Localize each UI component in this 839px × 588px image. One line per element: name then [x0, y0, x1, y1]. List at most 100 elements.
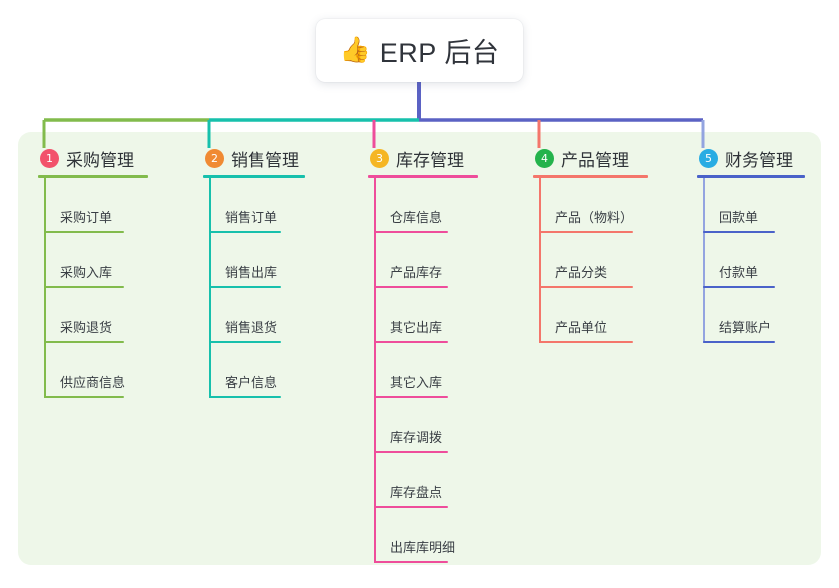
list-item[interactable]: 销售订单: [203, 178, 305, 233]
column-items-1: 采购订单采购入库采购退货供应商信息: [38, 178, 148, 398]
list-item[interactable]: 采购退货: [38, 288, 148, 343]
list-item-underline: [374, 286, 448, 288]
list-item-underline: [374, 341, 448, 343]
list-item[interactable]: 供应商信息: [38, 343, 148, 398]
column-items-3: 仓库信息产品库存其它出库其它入库库存调拨库存盘点出库库明细: [368, 178, 478, 563]
list-item-label: 回款单: [719, 210, 759, 225]
list-item-underline: [539, 286, 633, 288]
list-item[interactable]: 仓库信息: [368, 178, 478, 233]
list-item-underline: [703, 231, 775, 233]
list-item-label: 采购退货: [60, 320, 113, 335]
list-item-underline: [374, 396, 448, 398]
list-item-underline: [374, 561, 448, 563]
list-item-label: 采购入库: [60, 265, 113, 280]
list-item-underline: [209, 341, 281, 343]
column-items-4: 产品（物料） 产品分类产品单位: [533, 178, 648, 343]
root-node-title: ERP 后台: [379, 38, 500, 68]
list-item-label: 产品单位: [555, 320, 608, 335]
list-item-label: 产品库存: [390, 265, 443, 280]
column-underline-4: [533, 175, 648, 178]
list-item[interactable]: 出库库明细: [368, 508, 478, 563]
list-item[interactable]: 产品分类: [533, 233, 648, 288]
column-title-4: 产品管理: [561, 150, 629, 170]
list-item-underline: [374, 506, 448, 508]
list-item[interactable]: 结算账户: [697, 288, 805, 343]
list-item[interactable]: 产品（物料）: [533, 178, 648, 233]
list-item-label: 销售出库: [225, 265, 278, 280]
list-item[interactable]: 采购订单: [38, 178, 148, 233]
column-badge-2: 2: [205, 148, 224, 168]
column-5: 5 财务管理回款单付款单结算账户: [697, 146, 805, 343]
thumbs-up-icon: 👍: [339, 36, 371, 64]
list-item[interactable]: 回款单: [697, 178, 805, 233]
column-header-4[interactable]: 4 产品管理: [533, 146, 648, 170]
column-underline-3: [368, 175, 478, 178]
list-item-underline: [44, 231, 124, 233]
column-stem-3: [374, 178, 376, 563]
list-item[interactable]: 产品单位: [533, 288, 648, 343]
column-header-5[interactable]: 5 财务管理: [697, 146, 805, 170]
list-item-label: 采购订单: [60, 210, 113, 225]
list-item[interactable]: 客户信息: [203, 343, 305, 398]
column-header-2[interactable]: 2 销售管理: [203, 146, 305, 170]
list-item-label: 仓库信息: [390, 210, 443, 225]
list-item-label: 产品（物料）: [555, 210, 634, 225]
list-item-underline: [44, 286, 124, 288]
column-title-2: 销售管理: [231, 150, 299, 170]
column-underline-1: [38, 175, 148, 178]
column-stem-2: [209, 178, 211, 398]
list-item-underline: [703, 341, 775, 343]
list-item-underline: [209, 286, 281, 288]
column-underline-5: [697, 175, 805, 178]
list-item-label: 其它入库: [390, 375, 443, 390]
list-item-label: 结算账户: [719, 320, 772, 335]
list-item-underline: [374, 231, 448, 233]
column-stem-5: [703, 178, 705, 343]
list-item[interactable]: 其它出库: [368, 288, 478, 343]
list-item-underline: [374, 451, 448, 453]
list-item-label: 产品分类: [555, 265, 608, 280]
column-items-5: 回款单付款单结算账户: [697, 178, 805, 343]
list-item[interactable]: 产品库存: [368, 233, 478, 288]
list-item-underline: [209, 396, 281, 398]
list-item[interactable]: 销售退货: [203, 288, 305, 343]
list-item-label: 销售退货: [225, 320, 278, 335]
column-4: 4 产品管理产品（物料） 产品分类产品单位: [533, 146, 648, 343]
list-item-label: 库存调拨: [390, 430, 443, 445]
column-underline-2: [203, 175, 305, 178]
list-item[interactable]: 库存调拨: [368, 398, 478, 453]
list-item[interactable]: 库存盘点: [368, 453, 478, 508]
list-item[interactable]: 销售出库: [203, 233, 305, 288]
column-stem-1: [44, 178, 46, 398]
list-item-underline: [209, 231, 281, 233]
column-badge-1: 1: [40, 148, 59, 168]
root-node-card[interactable]: 👍 ERP 后台: [316, 19, 523, 82]
column-badge-4: 4: [535, 148, 554, 168]
list-item-label: 付款单: [719, 265, 759, 280]
list-item[interactable]: 付款单: [697, 233, 805, 288]
column-stem-4: [539, 178, 541, 343]
diagram-panel: [18, 132, 821, 565]
list-item-label: 库存盘点: [390, 485, 443, 500]
column-badge-3: 3: [370, 148, 389, 168]
list-item[interactable]: 其它入库: [368, 343, 478, 398]
list-item-underline: [539, 341, 633, 343]
list-item-label: 其它出库: [390, 320, 443, 335]
list-item-label: 供应商信息: [60, 375, 126, 390]
list-item-label: 出库库明细: [390, 540, 456, 555]
column-title-5: 财务管理: [725, 150, 793, 170]
list-item[interactable]: 采购入库: [38, 233, 148, 288]
column-items-2: 销售订单销售出库销售退货客户信息: [203, 178, 305, 398]
list-item-underline: [44, 341, 124, 343]
list-item-underline: [703, 286, 775, 288]
list-item-label: 客户信息: [225, 375, 278, 390]
column-2: 2 销售管理销售订单销售出库销售退货客户信息: [203, 146, 305, 398]
column-badge-5: 5: [699, 148, 718, 168]
list-item-label: 销售订单: [225, 210, 278, 225]
